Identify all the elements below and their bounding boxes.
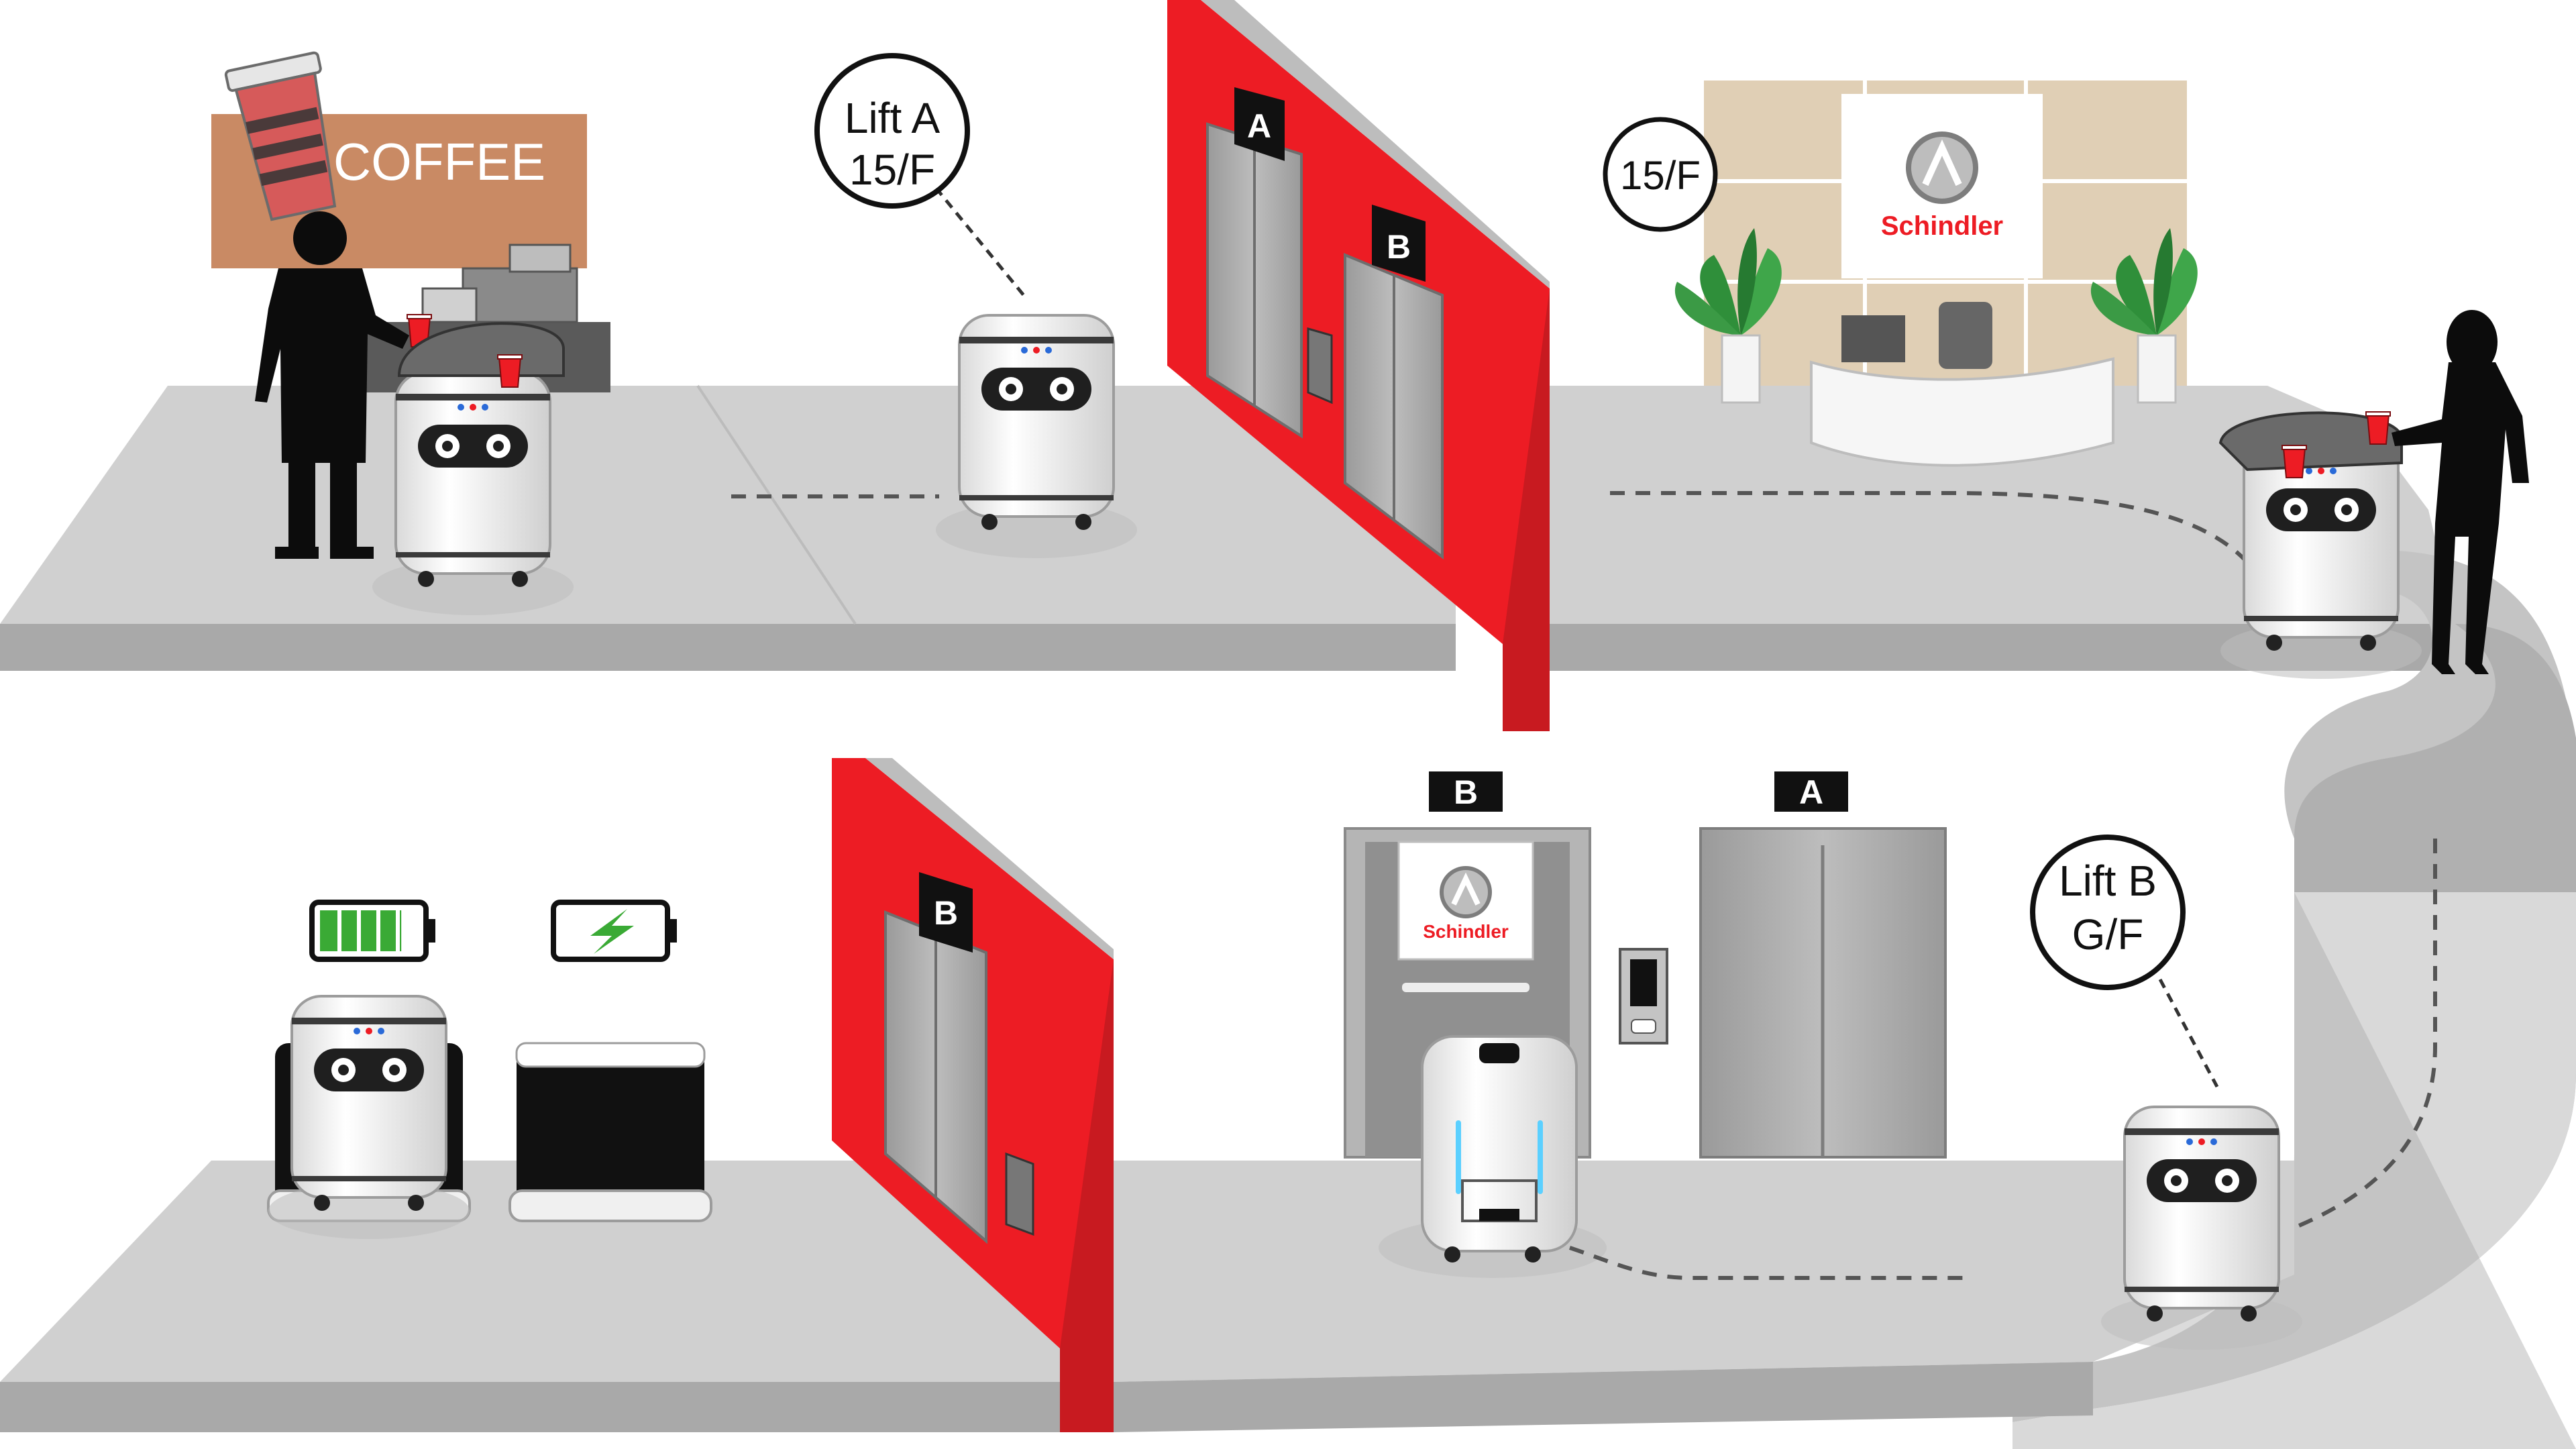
lower-elevator-wall: B	[832, 758, 1114, 1432]
lower-lift-b-label: B	[1454, 773, 1478, 811]
route-lower	[1569, 1246, 1972, 1280]
reception-desk	[1810, 357, 2114, 467]
upper-lift-b-label: B	[1387, 228, 1411, 266]
upper-floor-left-edge	[0, 624, 1456, 671]
person-silhouette-coffee	[255, 211, 409, 559]
battery-full-icon	[309, 900, 435, 962]
upper-lift-call-panel	[1307, 327, 1333, 405]
callout-lift-a: Lift A 15/F	[814, 53, 1028, 300]
lower-floor-edge	[0, 1362, 2093, 1432]
upper-lift-a-label: A	[1247, 107, 1271, 145]
callout-lift-b: Lift B G/F	[2030, 835, 2219, 1088]
schindler-logo-elevator-icon	[1440, 866, 1492, 918]
floor-label-upper: 15/F	[1603, 117, 1718, 232]
schindler-logo-icon	[1906, 131, 1978, 204]
route-curve-down	[2293, 839, 2437, 1230]
charger-dock-empty	[517, 1043, 704, 1204]
floor-label-upper-text: 15/F	[1620, 153, 1701, 198]
coffee-cup-icon	[224, 51, 337, 221]
callout-lift-b-line2: G/F	[2072, 910, 2144, 959]
lower-side-lift-label: B	[934, 894, 958, 932]
lower-lift-a-label: A	[1799, 773, 1823, 811]
route-upper-right	[1610, 491, 2256, 572]
robot-to-lift-a	[934, 314, 1138, 559]
person-silhouette-woman	[2392, 310, 2529, 674]
delivered-cup	[2365, 411, 2391, 445]
robot-charging	[267, 995, 471, 1240]
robot-to-lift-b	[2100, 1106, 2304, 1351]
coffee-sign-label: COFFEE	[333, 132, 545, 191]
battery-charging-icon	[551, 900, 677, 962]
upper-elevator-wall: A B	[1167, 0, 1550, 731]
robot-coffee	[371, 322, 575, 616]
elevator-brand: Schindler	[1423, 921, 1509, 942]
callout-lift-b-line1: Lift B	[2059, 857, 2157, 905]
callout-lift-a-line1: Lift A	[845, 94, 941, 142]
robot-delivery	[2218, 411, 2423, 680]
reception-area: Schindler	[1674, 80, 2199, 467]
lower-side-call-panel	[1005, 1152, 1034, 1236]
callout-lift-a-line2: 15/F	[849, 146, 935, 194]
robot-exiting-elevator	[1379, 1035, 1607, 1278]
reception-brand: Schindler	[1881, 211, 2003, 241]
